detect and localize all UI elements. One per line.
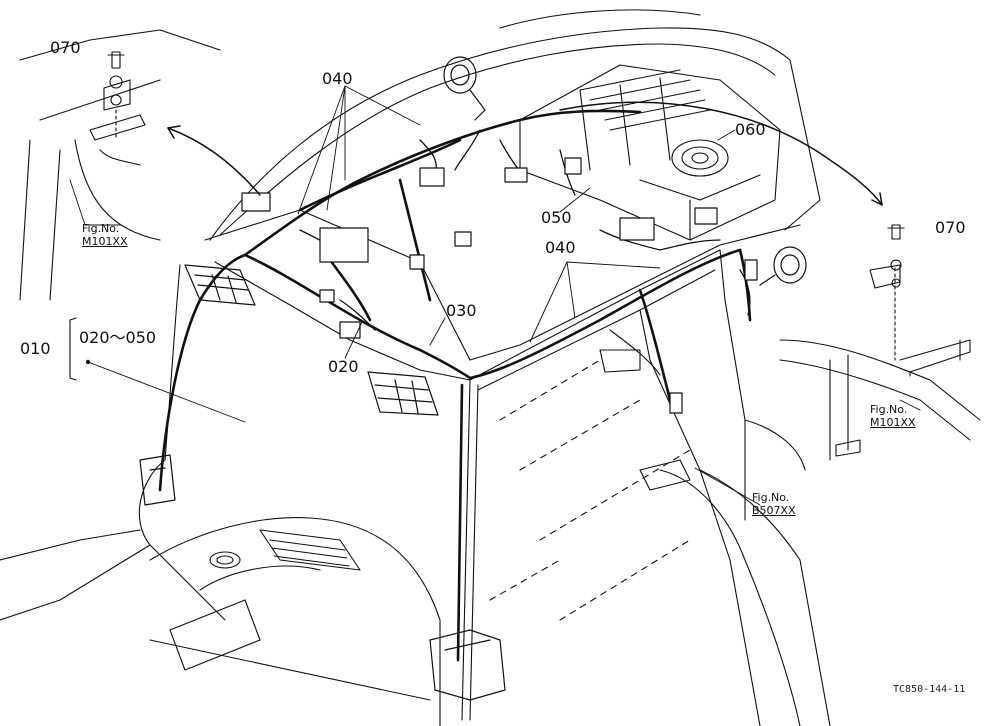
fig-ref-code: B507XX [752,504,796,517]
part-label-010: 010 [20,339,51,358]
work-light-front-left [184,264,256,306]
part-label-020: 020 [328,357,359,376]
work-light-front-center [367,371,439,416]
direction-arrows [167,101,883,206]
part-label-060: 060 [735,120,766,139]
group-bracket [69,317,77,381]
leader-lines [69,85,921,506]
speaker-right [759,246,807,286]
wiring-harness [158,109,752,662]
fig-ref-prefix: Fig.No. [870,403,908,416]
mirror-left [139,454,176,506]
mirror-right [429,629,506,701]
part-label-070-left: 070 [50,38,81,57]
harness-connectors [241,157,758,414]
part-label-030: 030 [446,301,477,320]
fig-ref-code: M101XX [870,416,916,429]
group-dot [85,359,91,365]
fig-ref-top-left: Fig.No. M101XX [82,222,128,248]
part-label-020-050-range: 020～050 [79,328,157,347]
speaker-left [443,56,486,121]
part-label-050: 050 [541,208,572,227]
part-label-040-mid: 040 [545,238,576,257]
fig-ref-bottom-right: Fig.No. B507XX [752,491,796,517]
fig-ref-prefix: Fig.No. [752,491,790,504]
fig-ref-code: M101XX [82,235,128,248]
right-roof-bracket-detail [779,224,981,461]
left-roof-bracket-detail [89,51,146,166]
figure-id: TC850-144-11 [893,684,966,695]
fig-ref-right: Fig.No. M101XX [870,403,916,429]
air-conditioner-unit [519,64,781,241]
fig-ref-prefix: Fig.No. [82,222,120,235]
cab-body-outline [0,9,831,726]
part-label-070-right: 070 [935,218,966,237]
part-label-040-top: 040 [322,69,353,88]
